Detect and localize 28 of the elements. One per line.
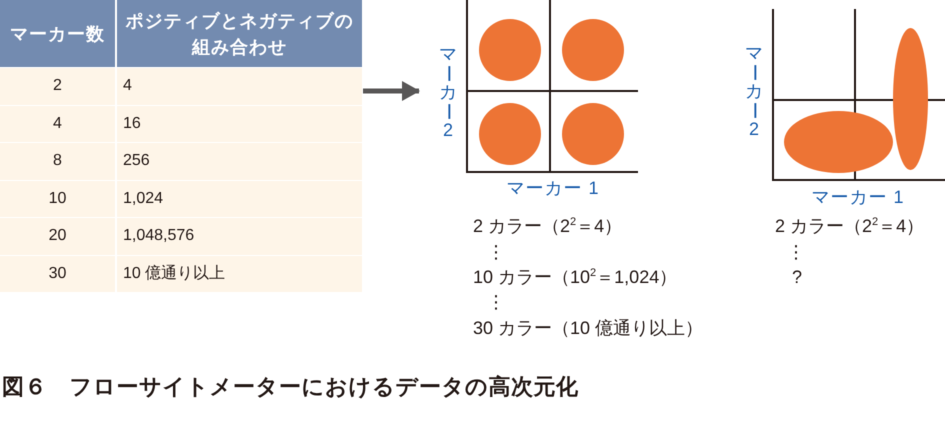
table-cell: 10 億通り以上: [117, 256, 362, 292]
table-cell: 1,024: [117, 180, 362, 217]
table-cell: 2: [0, 68, 115, 104]
annotation: ?: [790, 266, 803, 289]
table-cell: 4: [0, 106, 115, 142]
table-cell: 8: [0, 143, 115, 180]
axis-label: マーカー2: [744, 44, 764, 139]
column-header: マーカー数: [0, 0, 115, 67]
table-cell: 256: [117, 143, 362, 180]
annotation: 10 カラー（10$^{2}$＝1,024）: [473, 266, 678, 289]
axis-label: マーカー2: [438, 45, 458, 140]
axis-label: マーカー 1: [810, 186, 906, 209]
annotation: 2 カラー（2$^{2}$＝4）: [473, 215, 622, 238]
column-header: ポジティブとネガティブの組み合わせ: [117, 0, 362, 67]
annotation: 2 カラー（2$^{2}$＝4）: [775, 215, 924, 238]
figure-caption: 図６ フローサイトメーターにおけるデータの高次元化: [2, 373, 578, 401]
table-cell: 16: [117, 106, 362, 142]
table-cell: 4: [117, 68, 362, 104]
vertical-ellipsis: ⋮: [486, 241, 506, 264]
table-cell: 20: [0, 218, 115, 254]
table-cell: 10: [0, 180, 115, 217]
table-cell: 30: [0, 256, 115, 292]
vertical-ellipsis: ⋮: [486, 291, 506, 314]
axis-label: マーカー 1: [505, 177, 600, 200]
arrow: [363, 81, 420, 101]
vertical-ellipsis: ⋮: [786, 241, 806, 264]
table-cell: 1,048,576: [117, 218, 362, 254]
annotation: 30 カラー（10 億通り以上）: [473, 317, 704, 340]
